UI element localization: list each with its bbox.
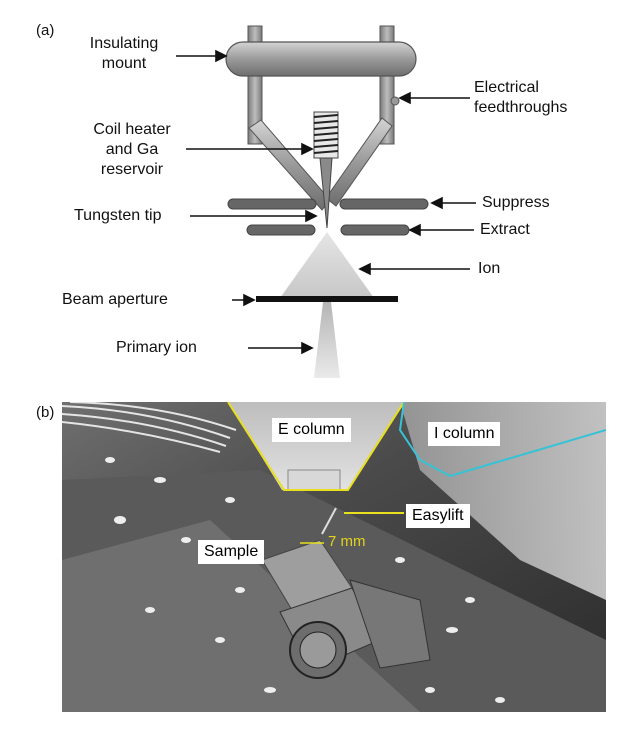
tungsten-tip [319, 157, 333, 229]
label-extract: Extract [480, 221, 530, 238]
suppress-left [227, 198, 317, 210]
surface-specks [105, 457, 505, 703]
cable-bundle [62, 402, 237, 453]
label-i-column: I column [428, 422, 501, 446]
e-column-outline [227, 402, 405, 491]
label-easylift: Easylift [406, 504, 470, 528]
ion-source-diagram [176, 25, 476, 378]
extract-left [246, 224, 316, 236]
i-column-outline [398, 402, 606, 478]
ion-cone [280, 232, 374, 298]
label-sample: Sample [198, 540, 265, 564]
beam-aperture [256, 296, 398, 302]
label-beam-aperture: Beam aperture [62, 291, 168, 308]
label-suppress: Suppress [482, 194, 550, 211]
label-tungsten-tip: Tungsten tip [74, 207, 162, 224]
label-primary-ion: Primary ion [116, 339, 197, 356]
insulating-mount [225, 41, 417, 77]
label-insulating-mount: Insulating mount [89, 35, 159, 72]
primary-ion-beam [314, 302, 340, 378]
panel-b-tag: (b) [36, 404, 55, 421]
label-distance: 7 mm [328, 533, 366, 550]
easylift-needle [321, 507, 337, 535]
right-arm [325, 117, 393, 207]
feedthrough-nub [390, 96, 400, 106]
label-ion: Ion [478, 260, 501, 277]
panel-a-tag: (a) [36, 22, 55, 39]
label-e-column: E column [272, 418, 351, 442]
e-column-tip [287, 469, 341, 491]
label-electrical-feedthroughs: Electrical feedthroughs [474, 79, 568, 116]
i-column-body [400, 402, 606, 600]
suppress-right [339, 198, 429, 210]
clamp [349, 579, 431, 669]
label-coil-heater: Coil heater and Ga reservoir [93, 121, 171, 178]
